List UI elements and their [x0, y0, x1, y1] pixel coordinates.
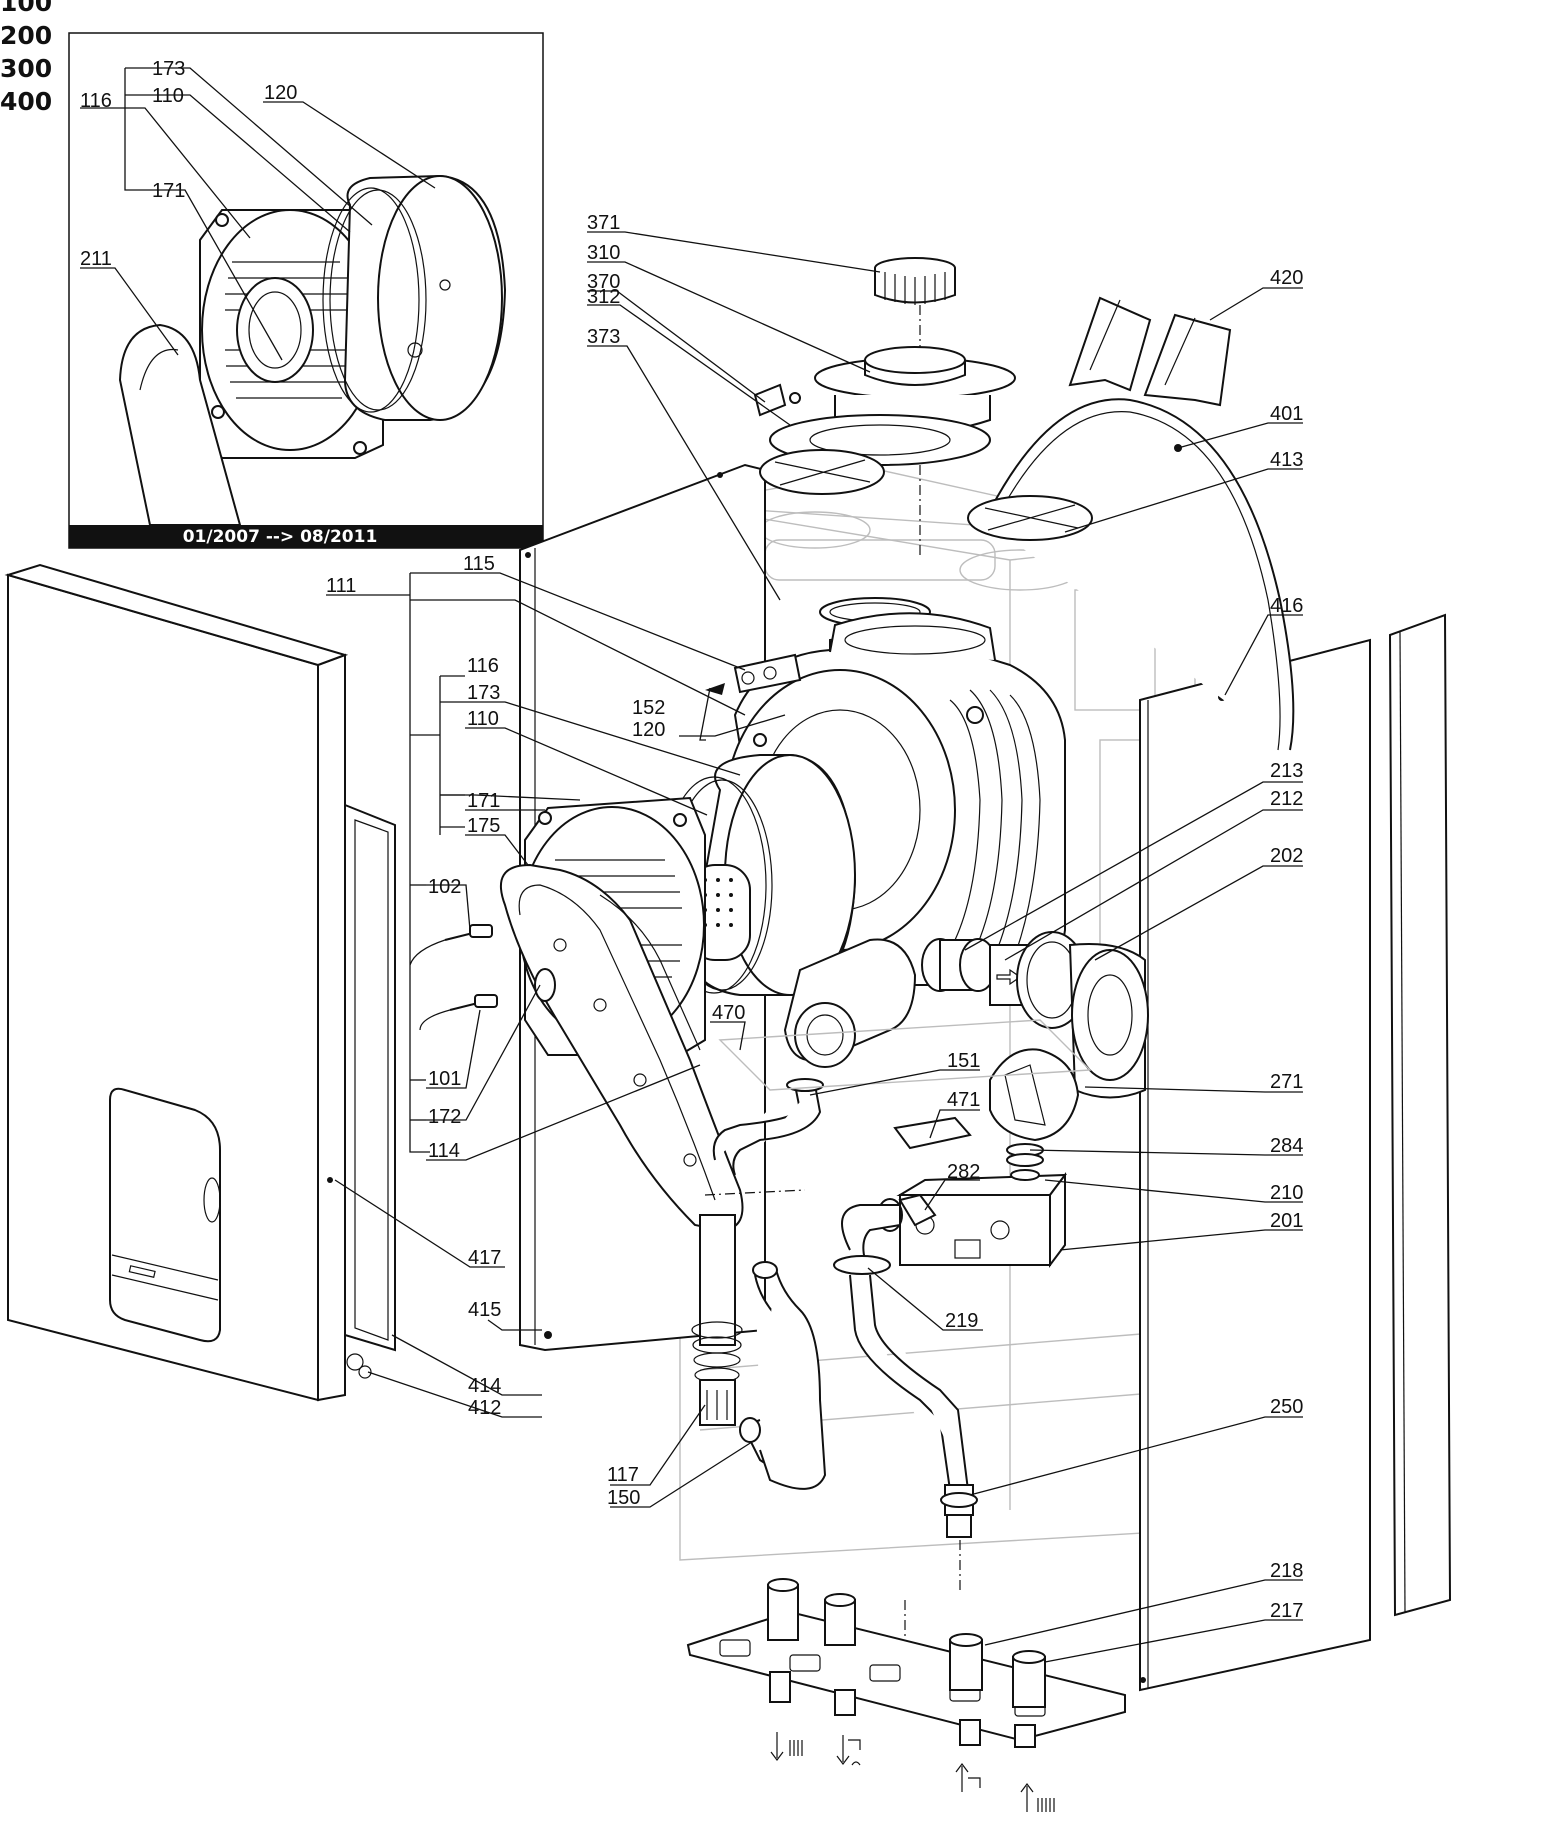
- part-label: 470: [712, 1002, 745, 1024]
- gas-inlet-pipe: [833, 1204, 969, 1491]
- part-label: 413: [1270, 449, 1303, 471]
- part-label: 150: [607, 1487, 640, 1509]
- part-label: 219: [945, 1310, 978, 1332]
- part-label: 120: [632, 719, 665, 741]
- bracket: [1068, 296, 1232, 407]
- connection-plate: [686, 1610, 1126, 1748]
- part-label: 111: [326, 575, 356, 597]
- part-label: 202: [1270, 845, 1303, 867]
- inset-drum: [322, 174, 507, 421]
- part-label: 373: [587, 326, 620, 348]
- venturi: [921, 938, 997, 992]
- fitting-flow: [767, 1578, 799, 1641]
- part-label: 401: [1270, 403, 1303, 425]
- right-side-panel: [1139, 638, 1371, 1692]
- part-label: 171: [467, 790, 500, 812]
- part-label: 284: [1270, 1135, 1303, 1157]
- sensor-plug: [733, 653, 802, 694]
- fan-motor: [1068, 943, 1149, 1099]
- part-label: 415: [468, 1299, 501, 1321]
- part-label: 218: [1270, 1560, 1303, 1582]
- heating-return-pipe: [940, 1484, 978, 1538]
- inset-banner: [69, 525, 543, 548]
- condensate-trap: [691, 1214, 743, 1426]
- model-code: 100: [0, 0, 53, 17]
- inner-liner-panel: [344, 803, 396, 1379]
- inset-banner-text: 01/2007 --> 08/2011: [183, 527, 378, 547]
- part-label: 217: [1270, 1600, 1303, 1622]
- part-label: 201: [1270, 1210, 1303, 1232]
- part-label: 114: [428, 1140, 460, 1162]
- model-code: 300: [0, 54, 53, 83]
- part-label: 101: [428, 1068, 461, 1090]
- part-label: 417: [468, 1247, 501, 1269]
- part-label: 115: [463, 553, 495, 575]
- part-label: 173: [467, 682, 500, 704]
- front-casing-panel: [4, 563, 349, 1402]
- inset-fan-duct: [118, 323, 242, 526]
- part-label: 120: [264, 82, 297, 104]
- right-front-strip: [1388, 613, 1452, 1617]
- part-label: 151: [947, 1050, 980, 1072]
- ignition-electrode: [409, 924, 493, 966]
- part-label: 213: [1270, 760, 1303, 782]
- inset-detail: 01/2007 --> 08/2011: [68, 32, 544, 549]
- part-label: 110: [152, 85, 184, 107]
- gas-valve-seals: [1006, 1143, 1044, 1181]
- part-label: 211: [80, 248, 112, 270]
- inset-callout-lines: [80, 67, 436, 361]
- part-label: 173: [152, 58, 185, 80]
- part-label: 412: [468, 1397, 501, 1419]
- silencer-tube: [712, 1078, 824, 1176]
- fitting-cold-in: [1012, 1650, 1046, 1708]
- model-code: 200: [0, 21, 53, 50]
- expansion-vessel: [984, 398, 1295, 751]
- part-label: 116: [80, 90, 112, 112]
- fitting-gas: [949, 1633, 983, 1691]
- part-label: 212: [1270, 788, 1303, 810]
- part-label: 171: [152, 180, 185, 202]
- condensate-pipe: [739, 1261, 827, 1490]
- connection-symbols: [770, 1732, 1055, 1812]
- inset-labels: 173 116 110 120 171 211: [80, 58, 297, 270]
- part-label: 250: [1270, 1396, 1303, 1418]
- part-label: 371: [587, 212, 620, 234]
- part-label: 420: [1270, 267, 1303, 289]
- part-label: 152: [632, 697, 665, 719]
- flue-cap-ring: [874, 257, 956, 305]
- part-label: 282: [947, 1161, 980, 1183]
- part-label: 414: [468, 1375, 501, 1397]
- fan-adaptor-plate: [989, 1048, 1080, 1142]
- part-label: 310: [587, 242, 620, 264]
- part-label: 117: [607, 1464, 639, 1486]
- part-labels: 371 310 370 312 373 420 401 413 416 111 …: [326, 212, 1303, 1622]
- part-label: 271: [1270, 1071, 1303, 1093]
- callout-lines: [326, 231, 1303, 1663]
- air-tray: [718, 1019, 1092, 1091]
- fan-duct: [500, 863, 744, 1232]
- condensate-pad: [893, 1116, 972, 1150]
- part-label: 370: [587, 271, 620, 293]
- sensor-arrow: [705, 683, 725, 695]
- flue-sensor: [753, 383, 801, 417]
- model-code: 400: [0, 87, 53, 116]
- air-restrictor: [967, 495, 1093, 541]
- ionisation-electrode: [419, 994, 498, 1031]
- part-label: 172: [428, 1106, 461, 1128]
- part-label: 416: [1270, 595, 1303, 617]
- part-label: 471: [947, 1089, 980, 1111]
- flue-restrictor: [759, 449, 885, 495]
- part-label: 116: [467, 655, 499, 677]
- inset-burner-plate: [199, 209, 384, 459]
- part-label: 102: [428, 876, 461, 898]
- part-label: 110: [467, 708, 499, 730]
- model-code-list: 100 200 300 400: [0, 0, 52, 118]
- fitting-dhw-out: [824, 1593, 856, 1646]
- part-label: 210: [1270, 1182, 1303, 1204]
- part-label: 175: [467, 815, 500, 837]
- part-label: 312: [587, 286, 620, 308]
